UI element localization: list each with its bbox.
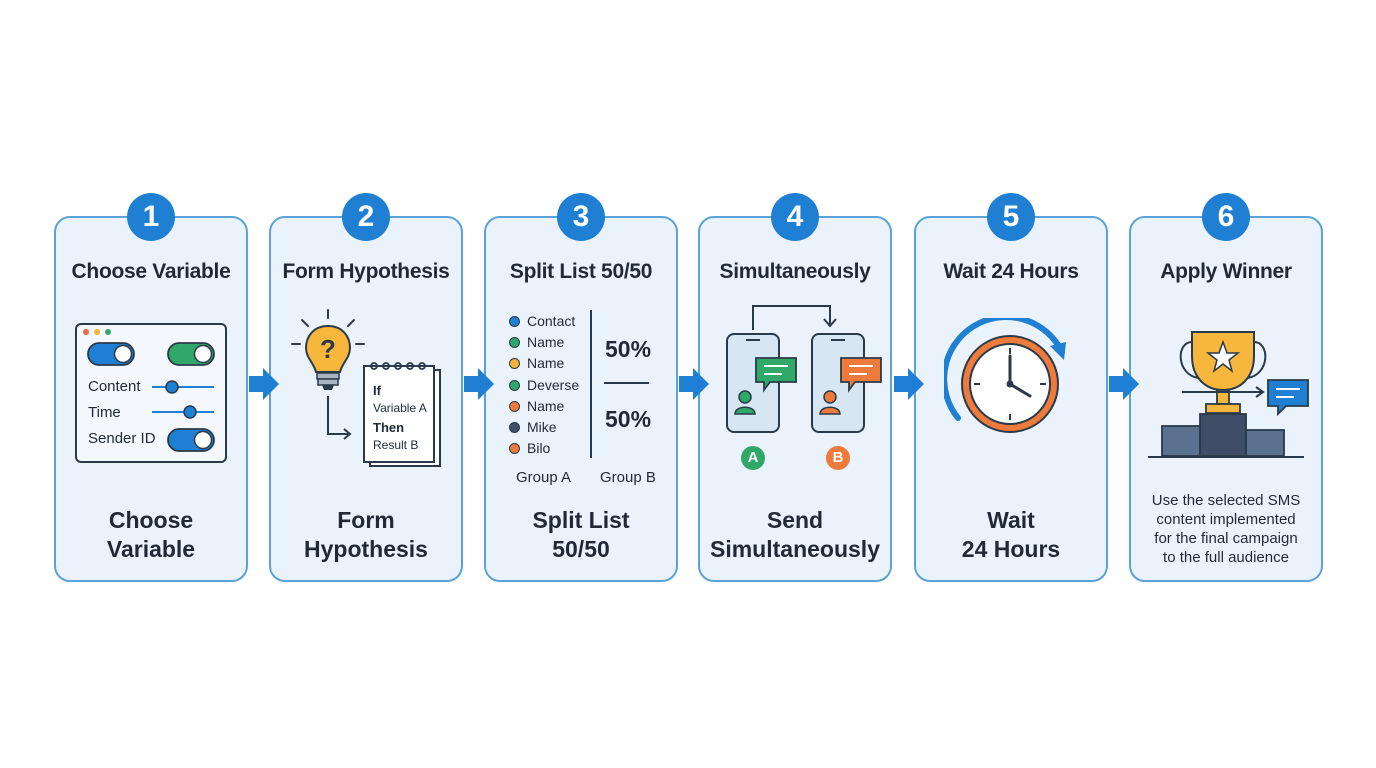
step-number-5: 5	[987, 193, 1035, 241]
list-item: Deverse	[509, 377, 579, 393]
contact-name: Contact	[527, 313, 576, 329]
note-then-label: Then	[373, 420, 405, 435]
list-item: Mike	[509, 419, 557, 435]
contact-name: Name	[527, 355, 565, 372]
list-item: Name	[509, 334, 564, 350]
list-item: Contact	[509, 313, 575, 329]
contact-dot-icon	[509, 422, 520, 433]
contact-dot-icon	[509, 316, 520, 327]
arrow-right-icon	[679, 368, 709, 400]
list-item: Bilo	[509, 440, 550, 456]
lightbulb-icon: ?	[291, 309, 365, 440]
notepad-icon	[363, 362, 441, 467]
arrow-right-icon	[464, 368, 494, 400]
settings-panel-illustration	[75, 323, 227, 463]
split-divider	[590, 310, 592, 458]
step-title-3: Split List 50/50	[509, 260, 653, 283]
percent-bottom: 50%	[605, 406, 652, 432]
variant-a-badge: A	[741, 446, 765, 470]
variable-label-content: Content	[88, 378, 141, 395]
contact-name: Bilo	[527, 440, 551, 457]
step-number-6: 6	[1202, 193, 1250, 241]
note-then-value: Result B	[373, 438, 419, 452]
split-ratio-divider	[604, 382, 649, 384]
contact-dot-icon	[509, 443, 520, 455]
step-number-2: 2	[342, 193, 390, 241]
step-title-5: Wait 24 Hours	[943, 260, 1079, 283]
step-title-6: Apply Winner	[1160, 260, 1292, 283]
contact-dot-icon	[509, 358, 520, 370]
group-a-label: Group A	[516, 469, 572, 486]
contact-name: Deverse	[527, 376, 580, 393]
note-if-label: If	[373, 383, 381, 398]
variable-label-sender-id: Sender ID	[88, 430, 156, 447]
contact-dot-icon	[509, 400, 520, 412]
step-title-2: Form Hypothesis	[282, 260, 450, 283]
arrow-right-icon	[249, 368, 279, 400]
contact-dot-icon	[509, 337, 520, 349]
trophy-icon	[1148, 331, 1309, 458]
arrow-right-icon	[894, 368, 924, 400]
percent-top: 50%	[605, 336, 652, 362]
variable-label-time: Time	[88, 404, 121, 421]
variant-b-badge: B	[826, 446, 850, 470]
step-title-4: Simultaneously	[719, 260, 871, 283]
step-number-3: 3	[557, 193, 605, 241]
contact-dot-icon	[509, 379, 520, 391]
svg-text:?: ?	[320, 334, 336, 364]
contact-name: Name	[527, 334, 565, 351]
note-if-value: Variable A	[373, 401, 427, 415]
clock-icon	[944, 318, 1066, 433]
group-b-label: Group B	[600, 469, 656, 486]
step-number-4: 4	[771, 193, 819, 241]
list-item: Name	[509, 355, 564, 371]
step-title-1: Choose Variable	[71, 260, 231, 283]
contact-name: Name	[527, 397, 565, 414]
phones-illustration	[726, 305, 882, 433]
arrow-right-icon	[1109, 368, 1139, 400]
contact-name: Mike	[527, 419, 557, 435]
list-item: Name	[509, 398, 564, 414]
step-card-3	[484, 216, 678, 582]
step-number-1: 1	[127, 193, 175, 241]
